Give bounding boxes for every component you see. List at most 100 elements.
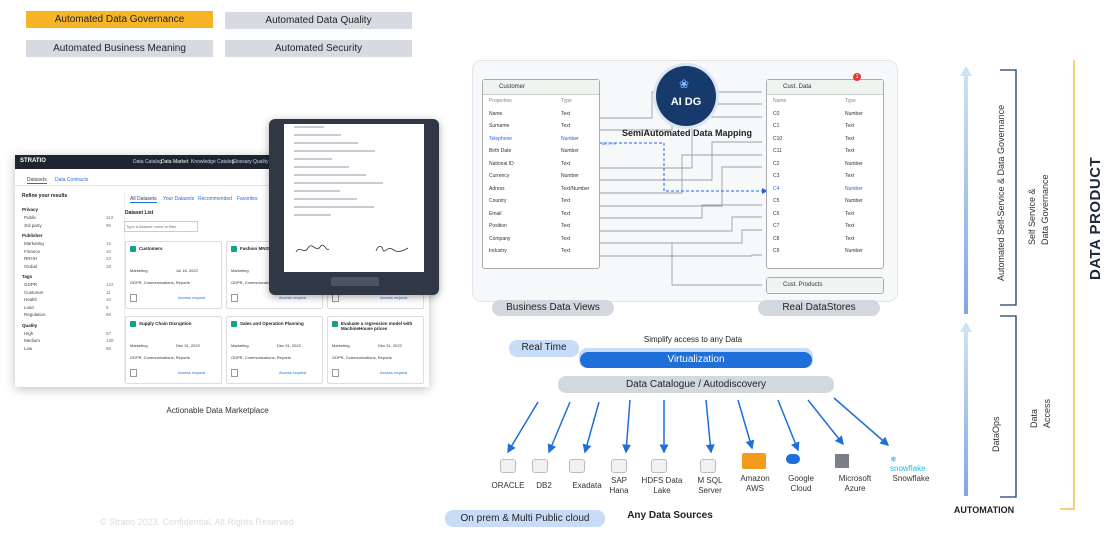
pager-controls[interactable] xyxy=(331,277,379,286)
filter-option[interactable]: Global xyxy=(24,263,38,269)
filter-option[interactable]: Customer xyxy=(24,289,44,295)
filter-option[interactable]: Marketing xyxy=(24,241,44,246)
row-name: C7 xyxy=(773,223,780,229)
nav-data-catalog[interactable]: Data Catalog xyxy=(133,159,163,165)
dataset-publisher: Marketing xyxy=(130,343,148,348)
tag-business-meaning[interactable]: Automated Business Meaning xyxy=(26,40,213,57)
tag-data-quality[interactable]: Automated Data Quality xyxy=(225,12,412,29)
nav-glossary[interactable]: Glossary xyxy=(232,159,252,165)
row-name: Country xyxy=(489,198,507,204)
filter-count: 122 xyxy=(106,282,114,287)
filter-option[interactable]: RRHH xyxy=(24,256,37,261)
source-arrows xyxy=(507,397,890,454)
filter-option[interactable]: Loan xyxy=(24,304,35,310)
access-request-button[interactable]: Access request xyxy=(279,370,307,375)
filter-option[interactable]: High xyxy=(24,330,34,336)
dataset-search-input[interactable] xyxy=(124,221,198,232)
dataset-title[interactable]: Customers xyxy=(139,246,163,251)
dataset-title[interactable]: Fashion MNIST xyxy=(240,246,273,251)
dataset-card[interactable]: Customers Marketing Jul 16, 2022 GDPR, C… xyxy=(125,241,222,309)
access-request-button[interactable]: Access request xyxy=(380,295,408,300)
bookmark-icon[interactable] xyxy=(332,294,339,302)
row-name: National ID xyxy=(489,160,514,167)
tab-datasets[interactable]: Datasets xyxy=(27,177,47,184)
bookmark-icon[interactable] xyxy=(332,369,339,377)
tag-data-governance[interactable]: Automated Data Governance xyxy=(26,11,213,28)
any-data-sources: Any Data Sources xyxy=(627,510,713,521)
dataset-publisher: Marketing xyxy=(231,343,249,348)
row-name: Adress xyxy=(489,185,505,192)
col-properties: Properties xyxy=(489,98,512,104)
dataset-title[interactable]: Supply Chain Disruption xyxy=(139,321,192,326)
dataset-card[interactable]: Sales and Operation Planning Marketing D… xyxy=(226,316,323,384)
simplify-text: Simplify access to any Data xyxy=(643,335,743,344)
access-request-button[interactable]: Access request xyxy=(178,295,206,300)
access-request-button[interactable]: Access request xyxy=(178,370,206,375)
tag-security[interactable]: Automated Security xyxy=(225,40,412,57)
access-request-button[interactable]: Access request xyxy=(279,295,307,300)
filter-option[interactable]: Low xyxy=(24,345,33,351)
col-type: Type xyxy=(561,98,572,104)
subtab-yours[interactable]: Your Datasets xyxy=(163,196,195,202)
bookmark-icon[interactable] xyxy=(130,369,137,377)
filter-option[interactable]: Public xyxy=(24,215,37,220)
row-type: Text xyxy=(561,160,571,167)
filter-count: 95 xyxy=(106,222,112,228)
dataset-card[interactable]: Supply Chain Disruption Marketing Dec 31… xyxy=(125,316,222,384)
bookmark-icon[interactable] xyxy=(231,369,238,377)
subtab-recommended[interactable]: Recommended xyxy=(198,196,232,202)
row-type: Text xyxy=(845,210,855,217)
row-type: Text xyxy=(561,198,571,204)
nav-data-market[interactable]: Data Market xyxy=(161,159,189,165)
dataset-card[interactable]: Evaluate a regression model with Machine… xyxy=(327,316,424,384)
nav-quality[interactable]: Quality xyxy=(253,159,269,165)
marketplace-caption: Actionable Data Marketplace xyxy=(166,406,269,415)
filter-option[interactable]: 3rd party xyxy=(24,222,42,228)
table-row[interactable]: National ID Text xyxy=(483,158,599,171)
filter-option[interactable]: GDPR xyxy=(24,282,38,287)
dataset-title[interactable]: Sales and Operation Planning xyxy=(240,321,304,326)
subtab-favorites[interactable]: Favorites xyxy=(237,196,258,202)
nav-knowledge-catalog[interactable]: Knowledge Catalog xyxy=(191,159,235,165)
customer-table-title: Customer xyxy=(483,80,599,95)
filter-option[interactable]: Medium xyxy=(24,338,41,343)
bookmark-icon[interactable] xyxy=(231,294,238,302)
row-name: C0 xyxy=(773,110,780,117)
dataset-icon xyxy=(130,321,136,327)
row-name: Email xyxy=(489,210,502,217)
filter-option[interactable]: Health xyxy=(24,297,38,302)
filter-option[interactable]: Regulation xyxy=(24,312,46,317)
filter-option[interactable]: Finance xyxy=(24,248,41,254)
subtab-all[interactable]: All Datasets xyxy=(130,196,157,203)
tab-data-contracts[interactable]: Data Contracts xyxy=(55,177,89,183)
cust-products-table[interactable]: Cust. Products xyxy=(766,277,884,294)
table-row[interactable]: Country Text xyxy=(483,195,599,208)
access-request-button[interactable]: Access request xyxy=(380,370,408,375)
bookmark-icon[interactable] xyxy=(130,294,137,302)
dataset-title[interactable]: Evaluate a regression model with Machine… xyxy=(341,321,413,331)
